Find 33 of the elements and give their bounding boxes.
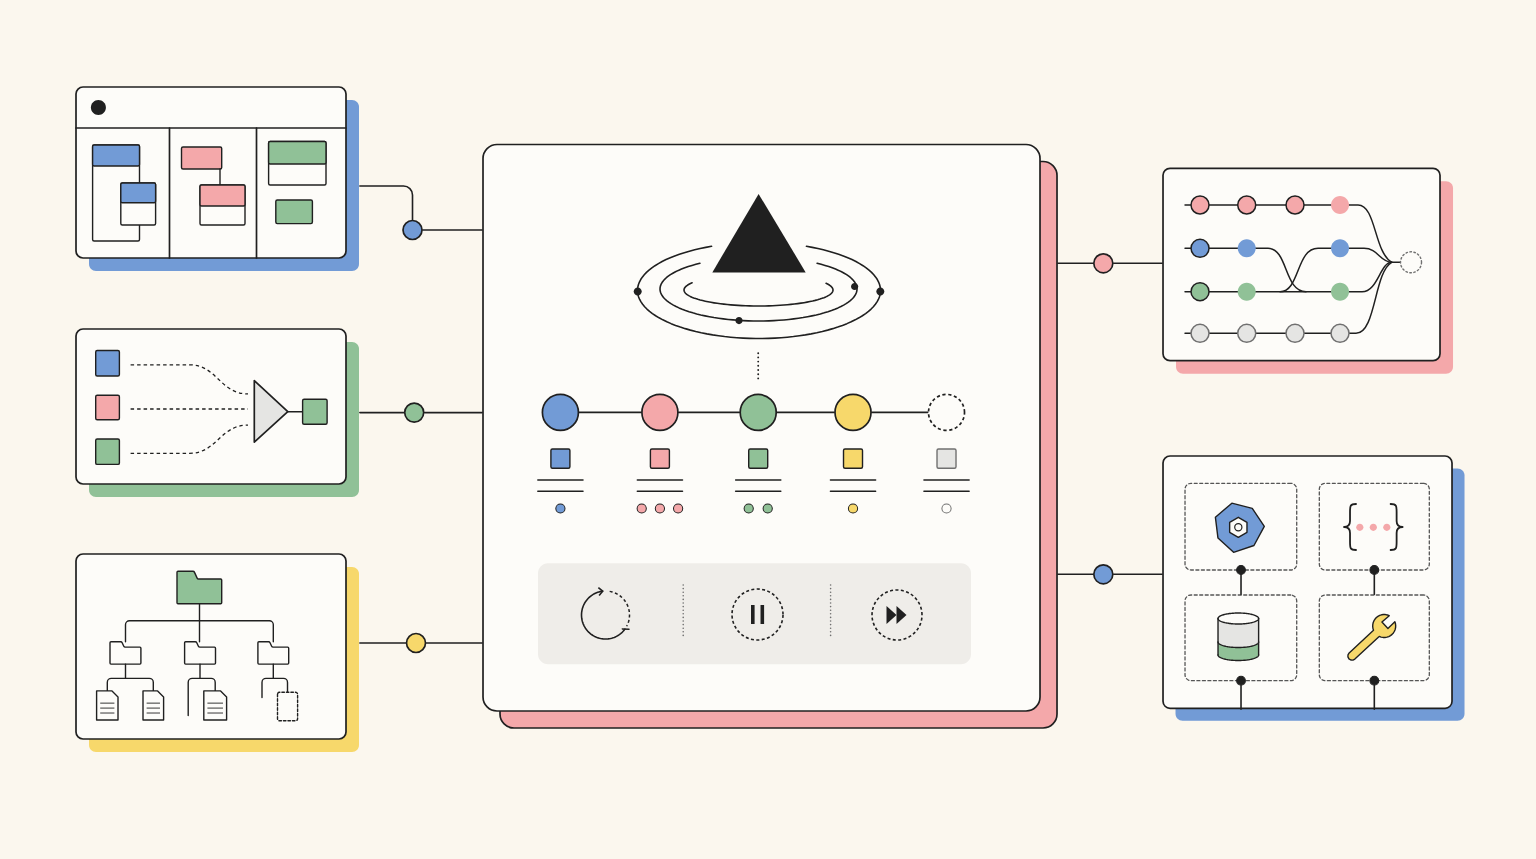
- connector-line: [423, 411, 483, 414]
- timeline-circle: [834, 393, 872, 432]
- timeline-circle: [641, 393, 679, 432]
- orbit-illustration: [633, 193, 885, 340]
- dashed-circle: [927, 393, 966, 432]
- tile-panel: [1162, 455, 1465, 721]
- dashed-tile: [1184, 594, 1298, 682]
- connector-line: [359, 185, 414, 221]
- connector-line: [359, 411, 405, 414]
- dashed-tile: [1318, 594, 1430, 682]
- dotted-line: [757, 352, 760, 382]
- connector-dot: [405, 632, 427, 654]
- dashed-tile: [1184, 482, 1298, 571]
- connector-line: [871, 411, 929, 414]
- connector-dot: [402, 219, 423, 241]
- connector-line: [1373, 684, 1376, 710]
- connector-line: [1057, 262, 1094, 265]
- connector-line: [1057, 573, 1094, 576]
- timeline-circle: [739, 393, 778, 432]
- connector-line: [578, 411, 642, 414]
- connector-line: [1240, 684, 1242, 710]
- merge-panel: [75, 328, 359, 497]
- connector-line: [1112, 573, 1163, 576]
- connector-line: [776, 411, 835, 414]
- connector-line: [1240, 574, 1242, 596]
- connector-line: [359, 642, 407, 644]
- connector-line: [1373, 574, 1376, 596]
- connector-line: [422, 229, 483, 231]
- connector-line: [677, 411, 741, 414]
- dashed-tile: [1318, 482, 1430, 571]
- connector-line: [425, 642, 483, 644]
- connector-line: [1112, 262, 1163, 265]
- timeline-circle: [541, 393, 580, 432]
